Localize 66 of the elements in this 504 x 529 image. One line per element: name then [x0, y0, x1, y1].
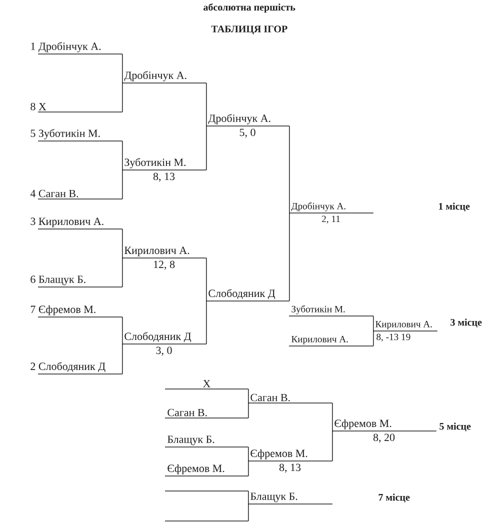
- bracket-line: [288, 212, 290, 302]
- bracket-line: [248, 460, 249, 476]
- bracket-slot: Кирилович А.: [288, 336, 374, 346]
- title: ТАБЛИЦЯ ІГОР: [211, 26, 288, 34]
- bracket-slot: Саган В.: [164, 408, 249, 418]
- bracket-slot: Зуботикін М.: [122, 158, 207, 170]
- bracket-line: [206, 126, 207, 170]
- bracket-slot: 4 Саган В.: [30, 190, 123, 200]
- place-label: 5 місце: [440, 422, 471, 432]
- empty-slot-line: [164, 490, 249, 492]
- bracket-line: [332, 430, 333, 462]
- bracket-slot: 7 Єфремов М.: [30, 305, 123, 318]
- bracket-slot: Єфремов М.: [164, 464, 249, 476]
- bracket-slot: Дробінчук А.: [122, 71, 207, 84]
- score-text: 5, 0: [240, 128, 256, 138]
- bracket-line: [122, 344, 123, 374]
- bracket-slot: Єфремов М.: [248, 449, 333, 462]
- bracket-slot: Слободяник Д: [122, 332, 207, 344]
- place-label: 1 місце: [439, 202, 470, 212]
- empty-slot-line: [164, 520, 249, 522]
- bracket-slot: Блащук Б.: [164, 436, 249, 448]
- bracket-slot: 5 Зуботикін М.: [30, 129, 123, 142]
- bracket-slot: X: [164, 380, 249, 390]
- bracket-line: [248, 402, 249, 418]
- bracket-line: [206, 82, 207, 126]
- bracket-line: [122, 54, 123, 84]
- score-text: 8, 13: [279, 464, 301, 473]
- bracket-line: [248, 446, 249, 462]
- bracket-line: [122, 140, 123, 170]
- bracket-line: [122, 228, 123, 258]
- place-label: 3 місце: [450, 318, 482, 328]
- bracket-line: [122, 258, 123, 288]
- score-text: 8, 13: [153, 172, 175, 182]
- bracket-slot: 2 Слободяник Д: [30, 362, 123, 374]
- score-text: 12, 8: [154, 260, 175, 270]
- bracket-slot: Слободяник Д: [206, 289, 290, 302]
- bracket-slot: Кирилович А.: [372, 320, 438, 332]
- score-text: 8, 20: [373, 434, 395, 443]
- bracket-slot: Саган В.: [248, 394, 333, 404]
- bracket-slot: Кирилович А.: [122, 246, 207, 258]
- score-text: 2, 11: [322, 216, 340, 224]
- score-text: 3, 0: [156, 346, 172, 356]
- bracket-line: [122, 170, 123, 200]
- bracket-slot: 1 Дробінчук А.: [31, 42, 123, 54]
- bracket-line: [372, 316, 374, 332]
- bracket-slot: Дробінчук А.: [206, 114, 290, 126]
- bracket-line: [248, 490, 249, 504]
- bracket-line: [332, 402, 333, 432]
- bracket-slot: Єфремов М.: [332, 419, 437, 432]
- bracket-line: [372, 330, 374, 346]
- bracket-line: [248, 504, 249, 522]
- subtitle: абсолютна першість: [204, 3, 296, 13]
- bracket-slot: Зуботикін М.: [288, 305, 374, 316]
- place-label: 7 місце: [378, 494, 410, 502]
- score-text: 8, -13 19: [376, 334, 410, 342]
- bracket-slot: Блащук Б.: [248, 492, 333, 504]
- bracket-slot: 3 Кирилович А.: [30, 218, 123, 230]
- bracket-slot: 8 X: [30, 102, 123, 112]
- bracket-line: [122, 316, 123, 344]
- bracket-line: [122, 82, 123, 112]
- bracket-line: [206, 258, 207, 302]
- bracket-line: [248, 388, 249, 404]
- bracket-line: [288, 126, 290, 214]
- bracket-slot: Дробінчук А.: [288, 202, 374, 214]
- bracket-slot: 6 Блащук Б.: [30, 276, 123, 288]
- bracket-line: [206, 300, 207, 344]
